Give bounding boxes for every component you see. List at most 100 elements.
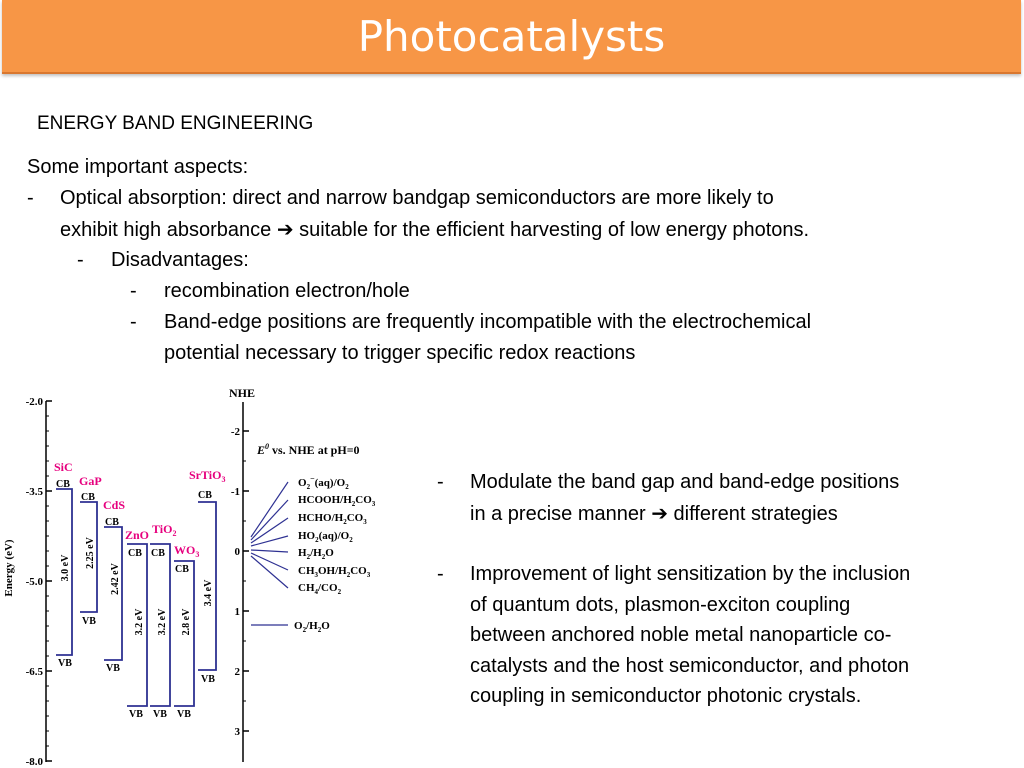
sub-bullet-line: - Disadvantages: (27, 245, 987, 276)
right-arrow-icon: ➔ (276, 217, 294, 241)
sub-sub-dash: - (130, 311, 137, 333)
right-bullet-1-text-b: different strategies (673, 502, 838, 525)
cds-band (104, 526, 123, 661)
wo3-band (174, 560, 195, 707)
gap-value-label: 3.2 eV (134, 608, 145, 635)
intro-line: Some important aspects: (27, 152, 987, 183)
y-axis-label: Energy (eV) (3, 539, 15, 596)
sub-bullet-dash: - (77, 249, 84, 271)
y-tick-label: -2.0 (26, 396, 44, 408)
y-tick-label: -8.0 (26, 756, 44, 768)
slide-title: Photocatalysts (357, 12, 666, 61)
gap-value-label: 2.25 eV (85, 536, 96, 568)
bullet-1-line-2: exhibit high absorbance ➔ suitable for t… (27, 214, 987, 245)
right-bullet-1-line-1: Modulate the band gap and band-edge posi… (470, 471, 900, 493)
cb-label: CB (81, 492, 95, 503)
right-text-block: - Modulate the band gap and band-edge po… (437, 467, 1017, 712)
redox-label: HO2(aq)/O2 (298, 530, 353, 544)
bullet-1-text-b: suitable for the efficient harvesting of… (299, 219, 810, 241)
bullet-1-continuation: exhibit high absorbance ➔ suitable for t… (60, 214, 809, 246)
redox-label: CH4/CO2 (298, 582, 342, 596)
sub-sub-dash: - (130, 280, 137, 302)
redox-label: CH3OH/H2CO3 (298, 565, 371, 579)
section-heading: ENERGY BAND ENGINEERING (37, 113, 314, 134)
redox-label: HCOOH/H2CO3 (298, 494, 376, 508)
zno-band (127, 543, 148, 707)
sc-name-label: CdS (103, 498, 125, 512)
nhe-axis: NHE -2 -1 0 1 2 3 E0 vs. NHE at pH=0 (229, 386, 360, 762)
bullet-1-text: Optical absorption: direct and narrow ba… (60, 187, 774, 209)
right-bullet-2: - Improvement of light sensitization by … (437, 559, 1017, 712)
sc-name-label: SiC (54, 460, 73, 474)
redox-label: O2/H2O (294, 620, 330, 634)
sub-sub-bullet-1-text: recombination electron/hole (164, 280, 410, 302)
energy-axis: -2.0 -3.5 -5.0 -6.5 -8.0 Energy (eV) (3, 396, 52, 768)
cb-label: CB (105, 517, 119, 528)
right-bullet-2-line-1: Improvement of light sensitization by th… (470, 563, 911, 585)
semiconductor-names: SiC GaP CdS ZnO TiO2 WO3 SrTiO3 (54, 460, 225, 559)
tio2-band (150, 543, 171, 707)
bullet-dash: - (437, 563, 444, 585)
bullet-dash: - (437, 471, 444, 493)
y-tick-label: -5.0 (26, 576, 44, 588)
sub-sub-bullet-2: - Band-edge positions are frequently inc… (27, 307, 987, 338)
bullet-1-text-a: exhibit high absorbance (60, 219, 272, 241)
sub-bullet-text: Disadvantages: (111, 249, 249, 271)
right-bullet-2-line-3: between anchored noble metal nanoparticl… (470, 624, 892, 646)
nhe-tick-label: 2 (235, 666, 241, 678)
gap-value-label: 3.4 eV (203, 579, 214, 606)
sc-name-label: ZnO (125, 528, 149, 542)
srtio3-band (198, 501, 217, 671)
vb-label: VB (58, 658, 72, 669)
sic-band (56, 488, 73, 656)
nhe-tick-label: -1 (231, 486, 240, 498)
sc-name-label: WO3 (174, 543, 199, 559)
vb-labels: VB VB VB VB VB VB VB (58, 616, 215, 720)
gap-band (80, 501, 98, 613)
nhe-tick-label: 1 (235, 606, 241, 618)
right-bullet-2-line-2: of quantum dots, plasmon-exciton couplin… (470, 593, 851, 616)
spacer (437, 529, 1017, 559)
gap-value-label: 3.0 eV (60, 554, 71, 581)
gap-value-label: 3.2 eV (157, 608, 168, 635)
cb-label: CB (198, 490, 212, 501)
sc-name-label: GaP (79, 474, 102, 488)
cb-label: CB (151, 548, 165, 559)
redox-label: O2−(aq)/O2 (298, 474, 349, 491)
right-bullet-2-line-4: catalysts and the host semiconductor, an… (470, 654, 910, 677)
intro-text: Some important aspects: (27, 156, 249, 178)
vb-label: VB (129, 709, 143, 720)
cb-label: CB (175, 564, 189, 575)
gap-value-label: 2.8 eV (181, 608, 192, 635)
main-text-block: Some important aspects: - Optical absorp… (27, 152, 987, 369)
cb-label: CB (56, 479, 70, 490)
cb-labels: CB CB CB CB CB CB CB (56, 479, 212, 575)
sc-name-label: SrTiO3 (189, 468, 225, 484)
sub-sub-bullet-2-continuation: potential necessary to trigger specific … (27, 338, 987, 369)
sub-sub-bullet-2-text-2: potential necessary to trigger specific … (164, 342, 636, 364)
vb-label: VB (177, 709, 191, 720)
right-bullet-1-text-a: in a precise manner (470, 502, 646, 525)
band-edges (56, 488, 217, 707)
y-tick-label: -6.5 (26, 666, 44, 678)
redox-label: H2/H2O (298, 547, 334, 561)
right-bullet-2-line-5: coupling in semiconductor photonic cryst… (470, 685, 862, 707)
band-diagram: -2.0 -3.5 -5.0 -6.5 -8.0 Energy (eV) NHE… (3, 386, 376, 768)
vb-label: VB (106, 663, 120, 674)
sub-sub-bullet-2-text: Band-edge positions are frequently incom… (164, 311, 812, 333)
nhe-tick-label: 0 (235, 546, 241, 558)
nhe-label: NHE (229, 386, 255, 400)
sub-sub-bullet-1: - recombination electron/hole (27, 276, 987, 307)
redox-labels: O2−(aq)/O2 HCOOH/H2CO3 HCHO/H2CO3 HO2(aq… (294, 474, 376, 634)
right-arrow-icon: ➔ (651, 500, 668, 525)
nhe-tick-label: -2 (231, 426, 241, 438)
bullet-1-line-1: - Optical absorption: direct and narrow … (27, 183, 987, 214)
right-bullet-1: - Modulate the band gap and band-edge po… (437, 467, 1017, 529)
bandgap-labels: 3.0 eV 2.25 eV 2.42 eV 3.2 eV 3.2 eV 2.8… (60, 536, 214, 635)
cb-label: CB (128, 548, 142, 559)
vb-label: VB (153, 709, 167, 720)
sc-name-label: TiO2 (152, 522, 176, 538)
vb-label: VB (82, 616, 96, 627)
bullet-dash: - (27, 187, 34, 209)
title-bar: Photocatalysts (2, 0, 1021, 74)
